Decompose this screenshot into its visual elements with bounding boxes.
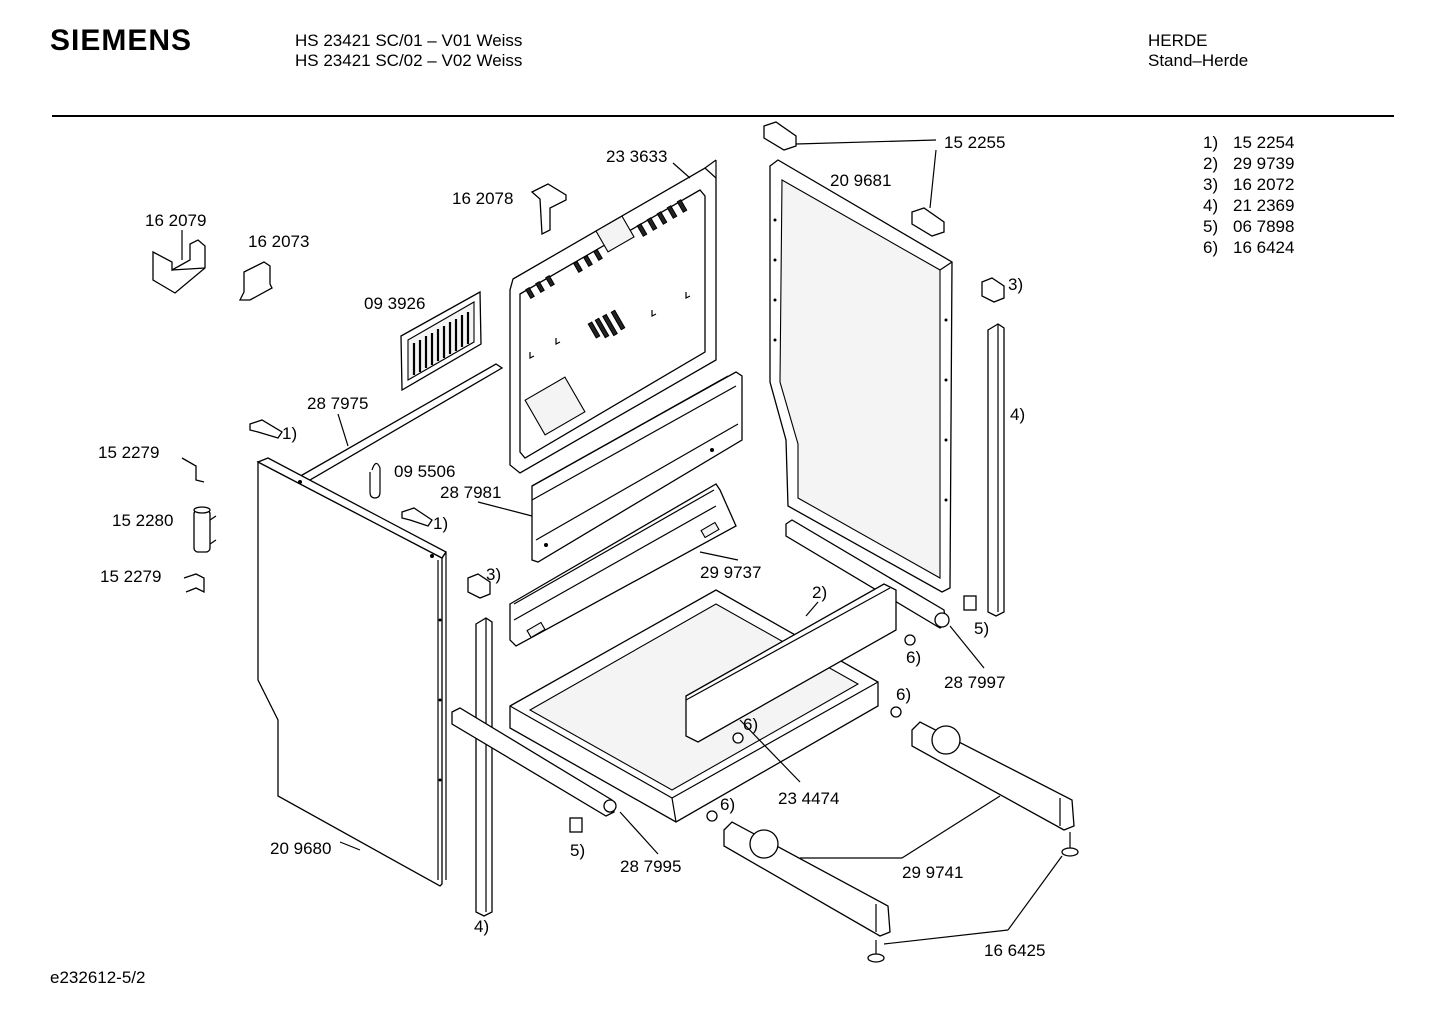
plug-6-d-drawing (706, 810, 718, 822)
ref-3-b: 3) (1008, 275, 1023, 294)
clip-152255-bottom-drawing (911, 207, 945, 237)
foot-left-drawing (867, 940, 885, 963)
foot-right-drawing (1061, 832, 1079, 857)
clip-3b-drawing (981, 277, 1005, 303)
model-line-1: HS 23421 SC/01 – V01 Weiss (295, 31, 523, 50)
label-287975: 28 7975 (307, 394, 368, 413)
ref-6-b: 6) (896, 685, 911, 704)
label-152280: 15 2280 (112, 511, 173, 530)
ref-6-c: 6) (743, 715, 758, 734)
plug-6-a-drawing (904, 634, 916, 646)
legend-item: 2)29 9739 (1203, 154, 1295, 173)
bracket-162078-drawing (530, 183, 567, 236)
ref-6-d: 6) (720, 795, 735, 814)
hook-095506-drawing (369, 462, 381, 499)
legend-item: 4)21 2369 (1203, 196, 1295, 215)
label-287997: 28 7997 (944, 673, 1005, 692)
legend-list: 1)15 2254 2)29 9739 3)16 2072 4)21 2369 … (1203, 132, 1294, 258)
left-side-panel-drawing (256, 457, 447, 887)
label-152255: 15 2255 (944, 133, 1005, 152)
cap-5-left-drawing (569, 817, 583, 833)
label-287981: 28 7981 (440, 483, 501, 502)
label-093926: 09 3926 (364, 294, 425, 313)
vent-grill-093926-drawing (400, 290, 482, 392)
ref-3-a: 3) (486, 565, 501, 584)
clip-3a-drawing (467, 573, 491, 599)
cap-5-right-drawing (963, 595, 977, 611)
ref-2: 2) (812, 583, 827, 602)
cross-rail-2-drawing (685, 583, 897, 743)
label-152279-bottom: 15 2279 (100, 567, 161, 586)
right-side-frame-drawing (769, 159, 953, 593)
bracket-162073-drawing (238, 261, 273, 301)
label-162073: 16 2073 (248, 232, 309, 251)
clip-1b-drawing (401, 507, 433, 527)
rail-287997-drawing (785, 519, 950, 629)
label-299737: 29 9737 (700, 563, 761, 582)
strip-4-right-drawing (987, 323, 1005, 617)
legend-item: 5)06 7898 (1203, 217, 1295, 236)
label-209681: 20 9681 (830, 171, 891, 190)
label-162078: 16 2078 (452, 189, 513, 208)
label-209680: 20 9680 (270, 839, 331, 858)
label-152279-top: 15 2279 (98, 443, 159, 462)
plug-6-c-drawing (732, 732, 744, 744)
legend-item: 6)16 6424 (1203, 238, 1295, 257)
strip-4-left-drawing (475, 617, 493, 917)
label-162079: 16 2079 (145, 211, 206, 230)
front-rail-287981-drawing (531, 371, 743, 563)
label-234474: 23 4474 (778, 789, 839, 808)
ref-1-a: 1) (282, 424, 297, 443)
wheel-rail-left-drawing (723, 821, 891, 937)
brand-logo: SIEMENS (50, 24, 193, 57)
ref-5-left: 5) (570, 841, 585, 860)
clip-1a-drawing (249, 419, 283, 439)
ref-1-b: 1) (433, 514, 448, 533)
label-287995: 28 7995 (620, 857, 681, 876)
model-line-2: HS 23421 SC/02 – V02 Weiss (295, 51, 523, 70)
legend-item: 1)15 2254 (1203, 133, 1295, 152)
bracket-162079-drawing (152, 239, 206, 294)
wheel-rail-right-drawing (911, 721, 1075, 831)
legend-item: 3)16 2072 (1203, 175, 1295, 194)
category-line-2: Stand–Herde (1148, 51, 1249, 70)
plug-6-b-drawing (890, 706, 902, 718)
ref-4-left: 4) (474, 917, 489, 936)
clip-152255-top-drawing (763, 121, 797, 151)
label-233633: 23 3633 (606, 147, 667, 166)
label-299741: 29 9741 (902, 863, 963, 882)
label-166425: 16 6425 (984, 941, 1045, 960)
ref-5-right: 5) (974, 619, 989, 638)
hinge-152279-bottom-drawing (183, 573, 205, 594)
rail-287995-drawing (451, 707, 617, 817)
category-line-1: HERDE (1148, 31, 1208, 50)
ref-4-right: 4) (1010, 405, 1025, 424)
hinge-152280-drawing (193, 506, 217, 553)
ref-6-a: 6) (906, 648, 921, 667)
document-code: e232612-5/2 (50, 968, 146, 987)
hinge-152279-top-drawing (181, 457, 205, 483)
back-panel-drawing (509, 159, 717, 474)
header-divider (52, 115, 1394, 117)
label-095506: 09 5506 (394, 462, 455, 481)
bottom-rail-299737-drawing (509, 483, 737, 647)
